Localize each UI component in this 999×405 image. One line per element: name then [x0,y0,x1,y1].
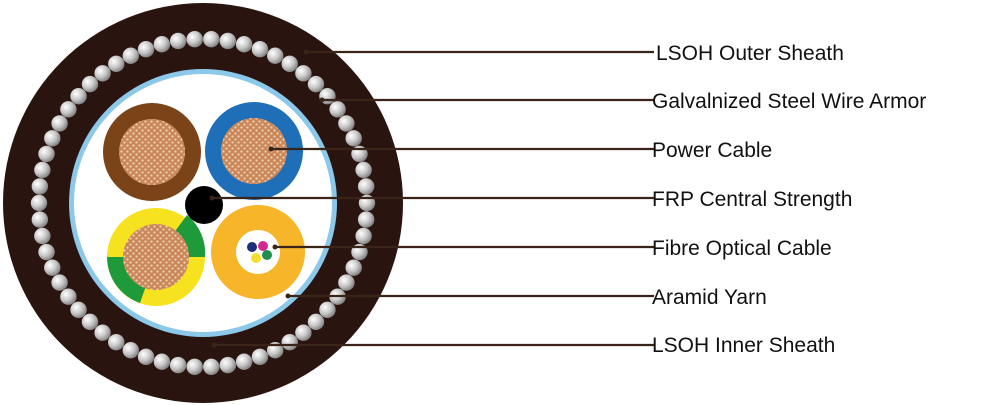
armor-wire [338,115,355,132]
armor-wire [235,353,253,370]
frp-central-strength-member [185,186,223,224]
fibre-magenta [258,241,268,251]
armor-wire [60,288,77,305]
armor-wire [60,101,77,118]
armor-wire [122,342,139,359]
armor-wire [319,301,336,319]
label-outer-sheath: LSOH Outer Sheath [656,42,844,65]
armor-wire [345,259,362,276]
armor-wire [81,75,99,93]
copper-conductor-brown [119,119,185,185]
armor-wire [137,348,155,365]
armor-wire [108,55,125,73]
armor-wire [137,41,155,58]
steel-wire-armor [30,31,376,375]
fibre-inner-tube [236,230,280,274]
armor-wire [94,65,111,82]
armor-wire [153,353,171,370]
armor-wire [219,32,237,50]
armor-wire [355,161,372,179]
leader-dot-frp [209,195,215,201]
label-steel-wire-armor: Galvalnized Steel Wire Armor [652,90,926,113]
armor-wire [51,274,68,291]
armor-wire [81,313,99,331]
armor-wire [169,356,187,374]
armor-wire [30,194,48,212]
label-inner-sheath: LSOH Inner Sheath [652,334,835,357]
armor-wire [34,227,51,245]
armor-wire [70,301,87,319]
leader-dot-outer-sheath [303,49,309,55]
label-fibre-optical-cable: Fibre Optical Cable [652,237,832,260]
armor-wire [295,324,312,341]
armor-wire [281,333,298,351]
armor-wire [186,31,203,48]
armor-wire [38,243,55,261]
armor-wire [267,47,284,64]
armor-wire [186,358,203,375]
label-aramid-yarn: Aramid Yarn [652,286,767,309]
leader-dot-power-cable [268,146,274,152]
armor-wire [345,130,362,147]
armor-wire [31,211,49,228]
label-power-cable: Power Cable [652,139,772,162]
armor-wire [357,211,375,228]
armor-wire [203,358,220,375]
armor-wire [38,145,55,163]
armor-wire [338,274,355,291]
armor-wire [94,324,111,341]
label-frp-central-strength: FRP Central Strength [652,188,852,211]
armor-wire [295,65,312,82]
armor-wire [34,161,51,179]
leader-dot-armor [319,97,325,103]
armor-wire [44,259,61,276]
leader-lines [212,50,654,347]
armor-wire [251,41,269,58]
leader-dot-inner-sheath [211,342,217,348]
armor-wire [153,36,171,53]
copper-conductor-yellow-green [123,224,189,290]
armor-wire [51,115,68,132]
armor-wire [307,313,325,331]
armor-wire [267,342,284,359]
leader-dot-aramid [285,293,291,299]
armor-wire [169,32,187,50]
armor-wire [281,55,298,73]
armor-wire [355,227,372,245]
armor-wire [108,333,125,351]
armor-wire [122,47,139,64]
armor-wire [307,75,325,93]
fibre-yellow [251,253,261,263]
armor-wire [219,356,237,374]
fibre-blue [247,242,257,252]
armor-wire [44,130,61,147]
armor-wire [31,178,49,195]
armor-wire [70,87,87,105]
armor-wire [235,36,253,53]
fibre-green [262,250,272,260]
leader-dot-fibre [272,244,278,250]
armor-wire [329,101,346,118]
armor-wire [251,348,269,365]
armor-wire [203,31,220,48]
armor-wire [357,178,375,195]
copper-conductor-blue [221,118,287,184]
